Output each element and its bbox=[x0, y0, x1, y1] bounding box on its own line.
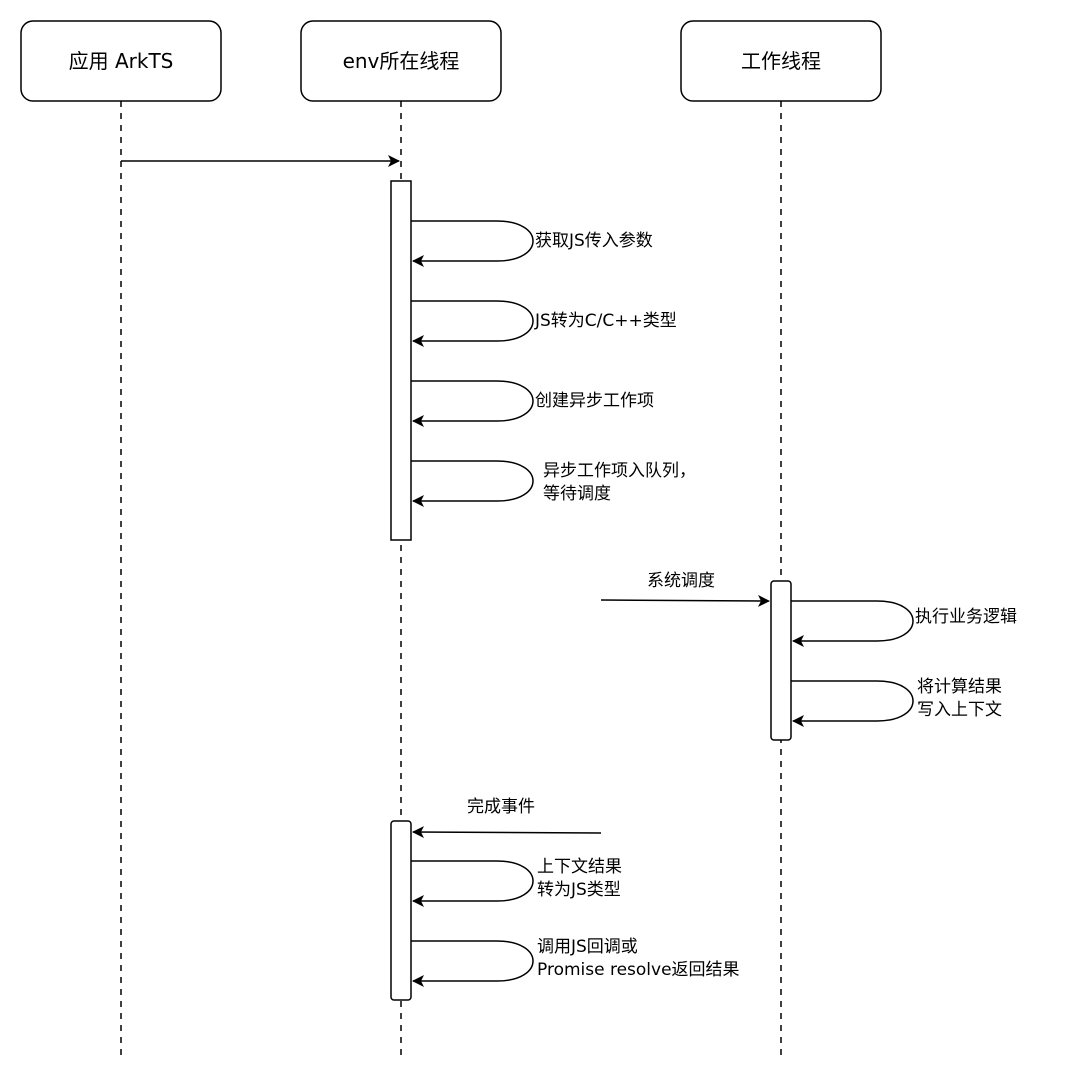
self-message-label: JS转为C/C++类型 bbox=[534, 311, 677, 331]
label-line: 异步工作项入队列， bbox=[543, 461, 696, 481]
participant-env: env所在线程 bbox=[300, 20, 502, 102]
label-line: 上下文结果 bbox=[537, 857, 622, 877]
self-message-return-result: 调用JS回调或 Promise resolve返回结果 bbox=[411, 937, 740, 987]
label-line: 写入上下文 bbox=[917, 700, 1002, 720]
message-label: 完成事件 bbox=[467, 797, 535, 817]
self-message-convert-types: JS转为C/C++类型 bbox=[411, 300, 677, 347]
label-line: Promise resolve返回结果 bbox=[537, 960, 740, 980]
self-message-label: 调用JS回调或 Promise resolve返回结果 bbox=[537, 937, 740, 980]
self-message-get-params: 获取JS传入参数 bbox=[411, 220, 653, 267]
participant-env-label: env所在线程 bbox=[343, 49, 460, 73]
participant-worker-label: 工作线程 bbox=[741, 49, 821, 73]
activation-env-2 bbox=[390, 820, 412, 1001]
self-message-queue-work: 异步工作项入队列， 等待调度 bbox=[411, 460, 696, 507]
participant-app-label: 应用 ArkTS bbox=[69, 49, 174, 73]
self-message-execute-logic: 执行业务逻辑 bbox=[791, 600, 1017, 647]
self-message-label: 创建异步工作项 bbox=[535, 391, 654, 411]
participant-app: 应用 ArkTS bbox=[20, 20, 222, 102]
self-message-label: 获取JS传入参数 bbox=[535, 231, 653, 251]
self-message-label: 异步工作项入队列， 等待调度 bbox=[543, 461, 696, 504]
message-complete-event: 完成事件 bbox=[412, 797, 602, 839]
self-message-label: 上下文结果转为JS类型 bbox=[537, 857, 622, 900]
self-message-convert-result: 上下文结果转为JS类型 bbox=[411, 857, 622, 907]
message-system-schedule: 系统调度 bbox=[600, 571, 770, 607]
self-message-write-context: 将计算结果写入上下文 bbox=[791, 677, 1002, 727]
label-line: 将计算结果 bbox=[917, 677, 1002, 697]
self-message-label: 执行业务逻辑 bbox=[915, 607, 1017, 627]
self-message-label: 将计算结果写入上下文 bbox=[917, 677, 1002, 720]
label-line: 转为JS类型 bbox=[537, 880, 621, 900]
message-label: 系统调度 bbox=[647, 571, 715, 591]
activation-env-1 bbox=[390, 180, 412, 541]
label-line: 等待调度 bbox=[543, 484, 611, 504]
participant-worker: 工作线程 bbox=[680, 20, 882, 102]
activation-worker bbox=[770, 580, 792, 741]
self-message-create-work: 创建异步工作项 bbox=[411, 380, 654, 427]
label-line: 调用JS回调或 bbox=[537, 937, 638, 957]
